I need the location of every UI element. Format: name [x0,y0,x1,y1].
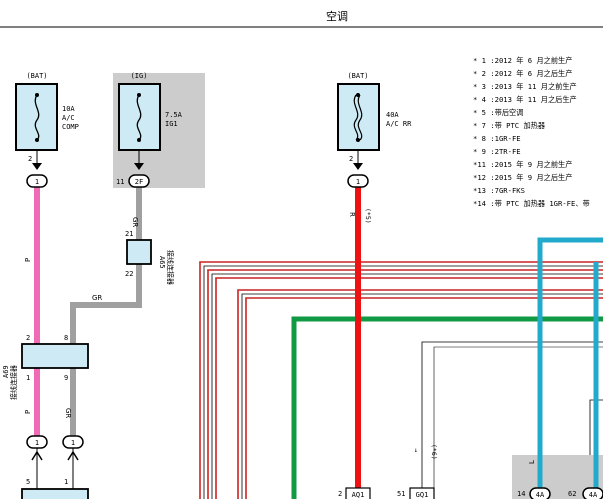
note-item: * 7 :带 PTC 加热器 [473,121,545,130]
fuse-name-2: COMP [62,123,79,131]
a65-id: A65 [158,256,166,269]
gray-wire-middle [70,264,142,344]
parallel-wire-bundle [199,261,603,499]
lower-left-connectors: 1 1 5 1 [21,435,89,499]
aq-pin: 2 [338,490,342,498]
aq-box [345,487,371,499]
lower-component-box [21,488,89,499]
fuse-rating: 7.5A [165,111,183,119]
note-item: *11 :2015 年 9 月之前生产 [473,160,572,169]
a69-desc: 接线连接器 [9,365,18,400]
bottom-connector-labels: 2 AQ1 51 GQ1 14 4A 62 4A [338,487,603,499]
arrow-down-icon [353,163,363,170]
connector-id: 1 [35,178,39,186]
junction-connector-a65: 21 22 A65 接线连接器 [125,230,175,285]
fuse-icon [353,94,359,141]
red-wire-code: R [348,212,356,217]
fuse-icon [34,94,40,141]
fuse-pin: 2 [349,155,353,163]
note-item: *13 :7GR-FKS [473,186,525,195]
junction-connector-a69: 2 8 1 9 A69 接线连接器 [2,334,89,400]
page-title: 空调 [326,9,348,23]
note-item: *14 :带 PTC 加热器 1GR-FE、带 [473,199,590,208]
thin-wire-a [421,341,603,499]
fuse-name-1: IG1 [165,120,178,128]
blue-wire [537,237,603,488]
fuse-supply: (BAT) [26,72,47,80]
pink-wire-code-upper: P [24,258,32,262]
c4a1-name: 4A [536,491,545,499]
gray-wire-code-lower: GR [64,408,72,418]
note-item: * 3 :2013 年 11 月之前生产 [473,82,577,91]
note-item: * 2 :2012 年 6 月之后生产 [473,69,572,78]
fuse-supply: (IG) [131,72,148,80]
connector-id: 2F [135,178,143,186]
note-item: * 9 :2TR-FE [473,147,521,156]
arrow-down-icon [32,163,42,170]
gray-wire-code-horizontal: GR [92,294,102,302]
arrow-down-icon [134,163,144,170]
a69-pin-bl: 1 [26,374,30,382]
blue-wire-code: L [528,460,536,464]
fuse-pin: 11 [116,178,124,186]
a65-desc: 接线连接器 [166,250,175,285]
c4a2-pill [582,487,603,499]
note-item: * 1 :2012 年 6 月之前生产 [473,56,572,65]
fuse-40a-ac-rr: (BAT) 40A A/C RR 2 1 [337,72,412,188]
a69-pin-br: 9 [64,374,68,382]
small-wire-note: (*6) [430,444,438,460]
fuse-7-5a-ig1: (IG) 7.5A IG1 11 2F [116,72,183,188]
aq-name: AQ1 [352,491,365,499]
a69-box [21,343,89,369]
gq-pin: 51 [397,490,405,498]
fuse-supply: (BAT) [347,72,368,80]
red-wire-note: (*5) [364,208,372,224]
note-item: * 8 :1GR-FE [473,134,521,143]
gq-name: GQ1 [416,491,429,499]
connector-pill [26,174,48,188]
connector-pill [347,174,369,188]
fuse-icon [136,94,142,141]
notes-legend: * 1 :2012 年 6 月之前生产 * 2 :2012 年 6 月之后生产 … [473,56,590,208]
gray-wire-code-upper: GR [131,217,139,227]
a65-pin-bottom: 22 [125,270,133,278]
connector-a-id: 1 [35,439,39,447]
c4a2-pin: 62 [568,490,576,498]
a69-pin-tr: 8 [64,334,68,342]
a65-pin-top: 21 [125,230,133,238]
c4a1-pin: 14 [517,490,525,498]
fuse-rating: 10A [62,105,75,113]
small-arrow-mark: ↓ [414,446,418,454]
fuse-10a-ac-comp: (BAT) 10A A/C COMP 2 1 [15,72,79,188]
note-item: * 5 :带后空调 [473,108,523,117]
a69-id: A69 [2,365,10,378]
fuse-name-1: A/C [62,114,75,122]
connector-id: 1 [356,178,360,186]
a69-pin-tl: 2 [26,334,30,342]
note-item: *12 :2015 年 9 月之后生产 [473,173,572,182]
c4a1-pill [529,487,551,499]
connector-b-id: 1 [71,439,75,447]
fuse-pin: 2 [28,155,32,163]
note-item: * 4 :2013 年 11 月之后生产 [473,95,577,104]
thin-wire-b [433,346,603,499]
fuse-name-1: A/C RR [386,120,412,128]
pin-b: 1 [64,478,68,486]
pin-a: 5 [26,478,30,486]
c4a2-name: 4A [589,491,598,499]
a65-box [126,239,152,265]
connector-pill [128,174,150,188]
pink-wire-code-lower: P [24,410,32,414]
fuse-rating: 40A [386,111,399,119]
gq-box [409,487,435,499]
green-wire [291,316,603,499]
